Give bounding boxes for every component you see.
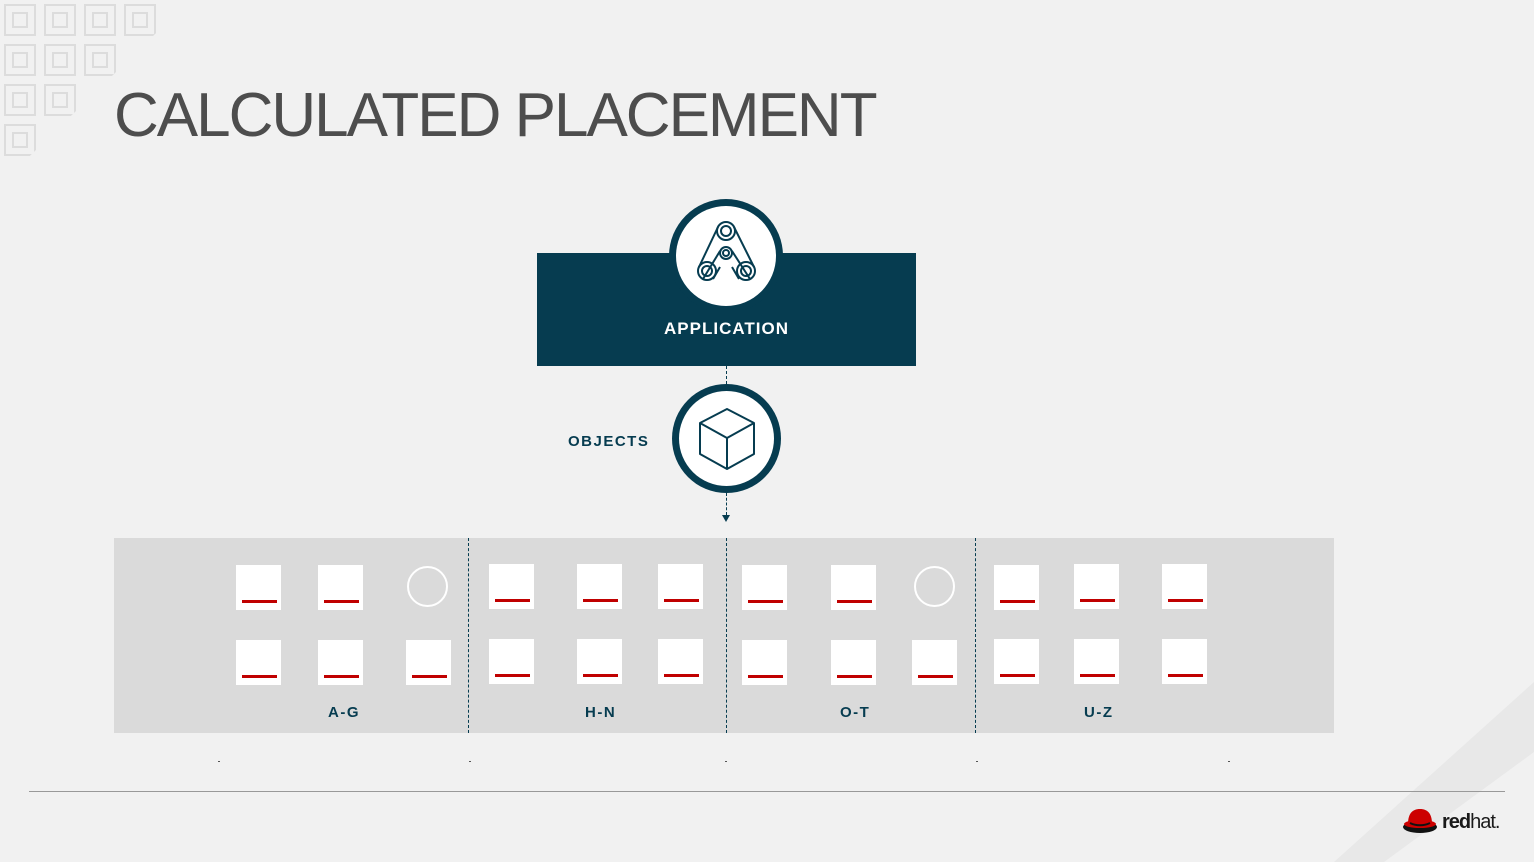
tick-mark [725,761,727,762]
cube-icon [699,408,755,470]
node-red-bar [837,675,872,678]
storage-node [318,565,363,610]
node-red-bar [412,675,447,678]
node-red-bar [664,599,699,602]
arrow-line [726,493,727,515]
objects-label: OBJECTS [568,433,650,450]
connector-line [726,366,727,384]
node-red-bar [242,600,277,603]
redhat-logo-text: redhat. [1442,811,1500,834]
node-red-bar [748,600,783,603]
storage-node [742,640,787,685]
storage-node [742,565,787,610]
group-divider [468,538,469,733]
storage-node [831,565,876,610]
group-divider [726,538,727,733]
storage-node [489,564,534,609]
application-icon [697,221,756,281]
group-divider [975,538,976,733]
diagonal-stripe-decoration [1334,682,1534,862]
group-label-a-g: A-G [328,704,360,721]
node-red-bar [1000,674,1035,677]
node-red-bar [748,675,783,678]
node-red-bar [1080,599,1115,602]
group-label-o-t: O-T [840,704,871,721]
storage-node [994,565,1039,610]
node-red-bar [837,600,872,603]
storage-node [1074,639,1119,684]
storage-node [236,565,281,610]
storage-node [1162,564,1207,609]
storage-node [577,564,622,609]
node-red-bar [583,674,618,677]
node-red-bar [495,674,530,677]
node-red-bar [324,600,359,603]
storage-node [318,640,363,685]
group-label-u-z: U-Z [1084,704,1114,721]
application-label: APPLICATION [664,319,789,338]
storage-cluster [114,538,1334,733]
footer-divider [29,791,1505,792]
node-red-bar [324,675,359,678]
node-red-bar [1168,674,1203,677]
node-red-bar [918,675,953,678]
node-red-bar [664,674,699,677]
tick-mark [1228,761,1230,762]
empty-node-circle [407,566,448,607]
tick-mark [469,761,471,762]
node-red-bar [1168,599,1203,602]
node-red-bar [1080,674,1115,677]
storage-node [577,639,622,684]
storage-node [658,564,703,609]
node-red-bar [242,675,277,678]
slide-title: CALCULATED PLACEMENT [114,81,878,150]
storage-node [406,640,451,685]
storage-node [1162,639,1207,684]
node-red-bar [1000,600,1035,603]
storage-node [994,639,1039,684]
storage-node [1074,564,1119,609]
storage-node [831,640,876,685]
storage-node [658,639,703,684]
storage-node [912,640,957,685]
arrow-head-icon [722,515,730,522]
storage-node [236,640,281,685]
group-label-h-n: H-N [585,704,617,721]
node-red-bar [495,599,530,602]
tick-mark [218,761,220,762]
corner-pattern-decoration [4,4,156,156]
logo-text-bold: red [1442,811,1471,833]
logo-text-light: hat. [1470,811,1500,833]
node-red-bar [583,599,618,602]
empty-node-circle [914,566,955,607]
storage-node [489,639,534,684]
tick-mark [976,761,978,762]
redhat-logo-icon [1403,809,1437,833]
